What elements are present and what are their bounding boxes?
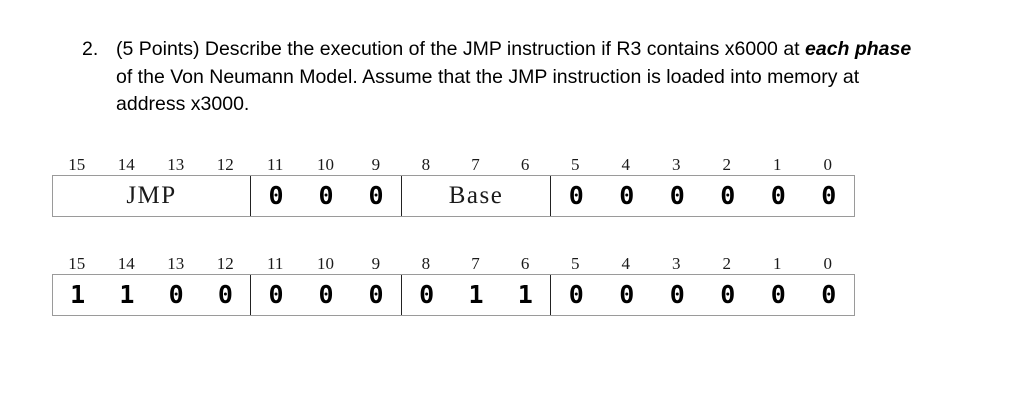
bit-value: 1 — [70, 280, 86, 309]
bit-field-base-register: Base — [402, 176, 551, 216]
bit-number-group-opcode: 15 14 13 12 — [52, 155, 250, 174]
bit-value: 0 — [821, 280, 837, 309]
bit-value: 0 — [770, 280, 786, 309]
bit-number-label: 4 — [621, 154, 631, 174]
bit-number-label: 4 — [621, 253, 631, 273]
bit-field-zeros-5-0: 0 0 0 0 0 0 — [551, 176, 854, 216]
bit-value: 0 — [568, 280, 584, 309]
bit-number-group-base-register: 8 7 6 — [401, 254, 550, 273]
bit-value: 0 — [419, 280, 435, 309]
bit-number-label: 13 — [167, 154, 185, 174]
bit-value: 0 — [720, 181, 736, 210]
bit-number-group-zeros-5-0: 5 4 3 2 1 0 — [550, 254, 853, 273]
bit-number-label: 12 — [216, 253, 234, 273]
bit-value: 0 — [318, 181, 334, 210]
bit-number-label: 12 — [216, 154, 234, 174]
bit-field-zeros-11-9: 0 0 0 — [251, 275, 402, 315]
bit-field-zeros-5-0: 0 0 0 0 0 0 — [551, 275, 854, 315]
bit-value: 0 — [368, 280, 384, 309]
bit-value: 0 — [770, 181, 786, 210]
bit-number-label: 9 — [371, 253, 381, 273]
emphasis-each-phase: each phase — [805, 38, 912, 60]
bit-number-label: 7 — [471, 253, 480, 273]
question-number: 2. — [82, 38, 99, 60]
bit-value: 0 — [268, 181, 284, 210]
bit-number-label: 14 — [117, 154, 135, 174]
bit-value: 0 — [821, 181, 837, 210]
field-digits: 1 1 0 0 — [53, 275, 250, 315]
question-text: (5 Points) Describe the execution of the… — [116, 36, 922, 119]
bit-number-label: 7 — [471, 154, 480, 174]
bit-number-label: 6 — [520, 154, 530, 174]
bit-value: 0 — [720, 280, 736, 309]
bit-value: 0 — [217, 280, 233, 309]
bit-number-label: 1 — [773, 154, 782, 174]
bit-number-label: 0 — [823, 154, 833, 174]
question-text-segment-0: (5 Points) Describe the execution of the… — [116, 38, 805, 60]
bit-value: 1 — [119, 280, 135, 309]
bit-number-group-opcode: 15 14 13 12 — [52, 254, 250, 273]
bit-number-label: 2 — [722, 154, 732, 174]
bit-value: 0 — [669, 181, 685, 210]
bit-number-label: 14 — [117, 253, 135, 273]
field-digits: 0 0 0 — [251, 275, 401, 315]
field-label: Base — [448, 182, 504, 209]
bit-field-opcode: 1 1 0 0 — [53, 275, 251, 315]
bit-number-label: 5 — [571, 154, 580, 174]
bit-number-group-zeros-11-9: 11 10 9 — [250, 254, 401, 273]
field-digits: 0 0 0 0 0 0 — [551, 275, 854, 315]
bit-number-label: 9 — [371, 154, 381, 174]
bit-number-label: 5 — [571, 253, 580, 273]
bit-number-label: 6 — [520, 253, 530, 273]
bit-value: 0 — [268, 280, 284, 309]
question-text-segment-2: of the Von Neumann Model. Assume that th… — [116, 65, 860, 116]
bit-number-label: 8 — [421, 154, 431, 174]
bit-value: 0 — [168, 280, 184, 309]
field-digits: 0 0 0 — [251, 176, 401, 216]
bit-number-label: 13 — [167, 253, 185, 273]
bit-field-base-register: 0 1 1 — [402, 275, 551, 315]
bit-number-label: 15 — [68, 253, 86, 273]
bit-value: 0 — [619, 181, 635, 210]
question-block: 2. (5 Points) Describe the execution of … — [82, 36, 922, 119]
bit-number-label: 0 — [823, 253, 833, 273]
bit-number-group-base-register: 8 7 6 — [401, 155, 550, 174]
bit-number-label: 1 — [773, 253, 782, 273]
bit-number-label: 3 — [672, 253, 681, 273]
bit-number-label: 10 — [316, 253, 334, 273]
bit-value: 1 — [517, 280, 533, 309]
field-digits: 0 1 1 — [402, 275, 550, 315]
bit-number-label: 3 — [672, 154, 681, 174]
bit-number-label: 11 — [266, 253, 284, 273]
bit-value: 0 — [568, 181, 584, 210]
field-label: JMP — [126, 182, 177, 209]
bit-number-group-zeros-11-9: 11 10 9 — [250, 155, 401, 174]
field-digits: 0 0 0 0 0 0 — [551, 176, 854, 216]
bit-number-label: 15 — [68, 154, 86, 174]
bit-number-group-zeros-5-0: 5 4 3 2 1 0 — [550, 155, 853, 174]
bit-value: 0 — [318, 280, 334, 309]
bit-number-label: 2 — [722, 253, 732, 273]
bit-number-label: 10 — [316, 154, 334, 174]
bit-number-label: 11 — [266, 154, 284, 174]
bit-field-row: 1 1 0 0 0 0 0 0 1 1 0 0 0 0 0 0 — [52, 274, 855, 316]
bit-value: 0 — [619, 280, 635, 309]
bit-value: 1 — [468, 280, 484, 309]
bit-field-row: JMP 0 0 0 Base 0 0 0 0 0 0 — [52, 175, 855, 217]
bit-value: 0 — [368, 181, 384, 210]
bit-value: 0 — [669, 280, 685, 309]
bit-field-zeros-11-9: 0 0 0 — [251, 176, 402, 216]
bit-field-opcode: JMP — [53, 176, 251, 216]
bit-number-label: 8 — [421, 253, 431, 273]
